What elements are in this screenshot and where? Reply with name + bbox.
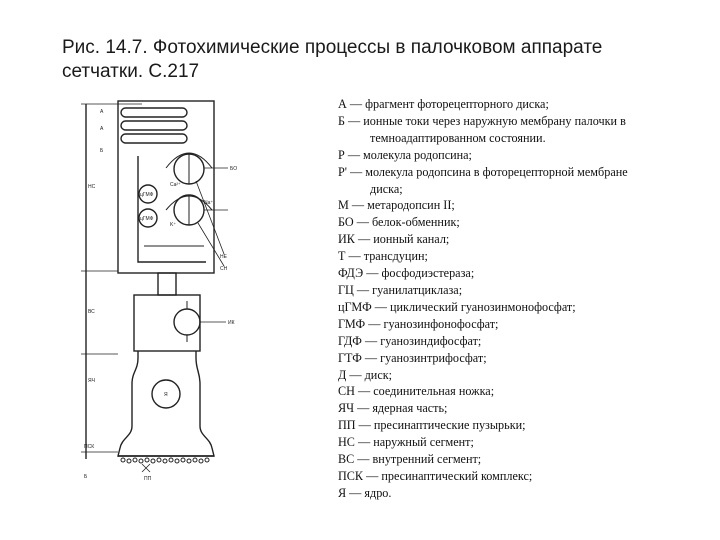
label-ya4: ЯЧ [88, 378, 95, 384]
legend-item: ГТФ — гуанозинтрифосфат; [338, 350, 487, 365]
nucleus [151, 379, 181, 409]
legend-item: Я — ядро. [338, 485, 392, 500]
legend-item: ФДЭ — фосфодиэстераза; [338, 266, 475, 281]
legend-item: Б — ионные токи через наружную мембрану … [338, 113, 626, 128]
legend-item: ГМФ — гуанозинфонофосфат; [338, 316, 499, 331]
legend-item: ЯЧ — ядерная часть; [338, 401, 448, 416]
cgmf-circle [138, 208, 158, 228]
label-ik: ИК [228, 320, 235, 326]
legend-item: Т — трансдуцин; [338, 249, 428, 264]
label-vc: ВС [88, 309, 95, 315]
legend-item: цГМФ — циклический гуанозинмонофосфат; [338, 299, 576, 314]
legend-item: ИК — ионный канал; [338, 232, 450, 247]
label-na: Na⁺ [204, 200, 213, 206]
mitochondrion [173, 308, 201, 336]
legend: А — фрагмент фоторецепторного диска; Б —… [338, 96, 708, 502]
label-cgmf1: цГМФ [140, 192, 154, 198]
figure-title: Рис. 14.7. Фотохимические процессы в пал… [62, 36, 662, 84]
disc [120, 133, 188, 144]
figure-title-line1: Рис. 14.7. Фотохимические процессы в пал… [62, 37, 603, 58]
label-nucleus: Я [164, 392, 168, 398]
disc [120, 107, 188, 118]
legend-item-continuation: диска; [370, 181, 403, 196]
label-a2: А [100, 126, 104, 132]
outer-segment [117, 100, 215, 274]
legend-item: Р' — молекула родопсина в фоторецепторно… [338, 164, 628, 179]
legend-item: М — метародопсин II; [338, 198, 455, 213]
label-psk: ПСК [84, 444, 94, 450]
legend-item: НС — наружный сегмент; [338, 435, 474, 450]
legend-item: ГДФ — гуанозиндифосфат; [338, 333, 482, 348]
legend-item: А — фрагмент фоторецепторного диска; [338, 97, 549, 111]
cgmf-circle [138, 184, 158, 204]
rod-cell-svg: А А Б НС ВС ЯЧ ПСК Б Я ПП БО ИК цГМФ цГМ… [81, 100, 237, 482]
legend-item: СН — соединительная ножка; [338, 384, 495, 399]
internal-structure [137, 156, 206, 263]
nuclear-part [117, 351, 215, 457]
legend-item: БО — белок-обменник; [338, 215, 460, 230]
presynaptic-vesicles [120, 457, 210, 464]
legend-item: Д — диск; [338, 367, 393, 382]
connecting-cilium [157, 272, 177, 296]
disc [120, 120, 188, 131]
legend-item: ГЦ — гуанилатциклаза; [338, 282, 463, 297]
label-b2: Б [84, 474, 88, 480]
label-cgmf2: цГМФ [140, 216, 154, 222]
label-b: Б [100, 148, 104, 154]
figure-title-line2: сетчатки. С.217 [62, 61, 200, 82]
rod-cell-diagram: А А Б НС ВС ЯЧ ПСК Б Я ПП БО ИК цГМФ цГМ… [78, 96, 328, 496]
legend-item: ВС — внутренний сегмент; [338, 452, 482, 467]
label-nc: НС [88, 184, 96, 190]
label-a1: А [100, 109, 104, 115]
label-bo: БО [230, 166, 237, 172]
label-ne: НЕ [220, 254, 228, 260]
legend-item: ПСК — пресинаптический комплекс; [338, 468, 533, 483]
label-sn: СН [220, 266, 228, 272]
label-ca: Ca²⁺ [170, 182, 181, 188]
label-k: K⁺ [170, 222, 176, 228]
legend-item: ПП — пресинаптические пузырьки; [338, 418, 526, 433]
legend-item-continuation: темноадаптированном состоянии. [370, 130, 546, 145]
legend-item: Р — молекула родопсина; [338, 147, 472, 162]
inner-segment [133, 294, 201, 352]
label-pp: ПП [144, 476, 152, 482]
